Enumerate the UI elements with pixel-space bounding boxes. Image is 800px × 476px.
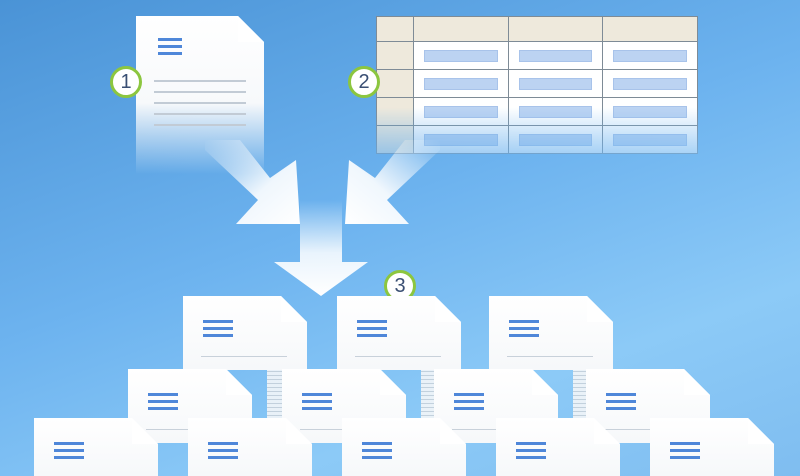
document-heading-icon: [158, 38, 182, 59]
step-2-badge: 2: [348, 66, 380, 98]
merged-document: [342, 418, 466, 476]
document-heading-icon: [148, 393, 178, 414]
merged-document: [496, 418, 620, 476]
document-heading-icon: [516, 442, 546, 463]
document-heading-icon: [454, 393, 484, 414]
merged-document: [489, 296, 613, 370]
document-text-line: [604, 429, 690, 430]
data-source-table: [376, 16, 698, 182]
step-1-badge: 1: [110, 66, 142, 98]
document-text-line: [452, 429, 538, 430]
document-heading-icon: [357, 320, 387, 341]
document-text-line: [355, 356, 441, 357]
document-heading-icon: [302, 393, 332, 414]
document-heading-icon: [606, 393, 636, 414]
source-document: [136, 16, 264, 174]
merged-document: [188, 418, 312, 476]
arrow-to-output-icon: [274, 200, 368, 296]
merged-document: [34, 418, 158, 476]
arrow-from-table-icon: [345, 140, 440, 224]
merged-document: [337, 296, 461, 370]
merged-document: [183, 296, 307, 370]
document-heading-icon: [509, 320, 539, 341]
document-heading-icon: [54, 442, 84, 463]
document-text-line: [201, 356, 287, 357]
document-heading-icon: [208, 442, 238, 463]
merged-document: [650, 418, 774, 476]
document-heading-icon: [362, 442, 392, 463]
document-text-line: [507, 356, 593, 357]
document-heading-icon: [203, 320, 233, 341]
document-heading-icon: [670, 442, 700, 463]
